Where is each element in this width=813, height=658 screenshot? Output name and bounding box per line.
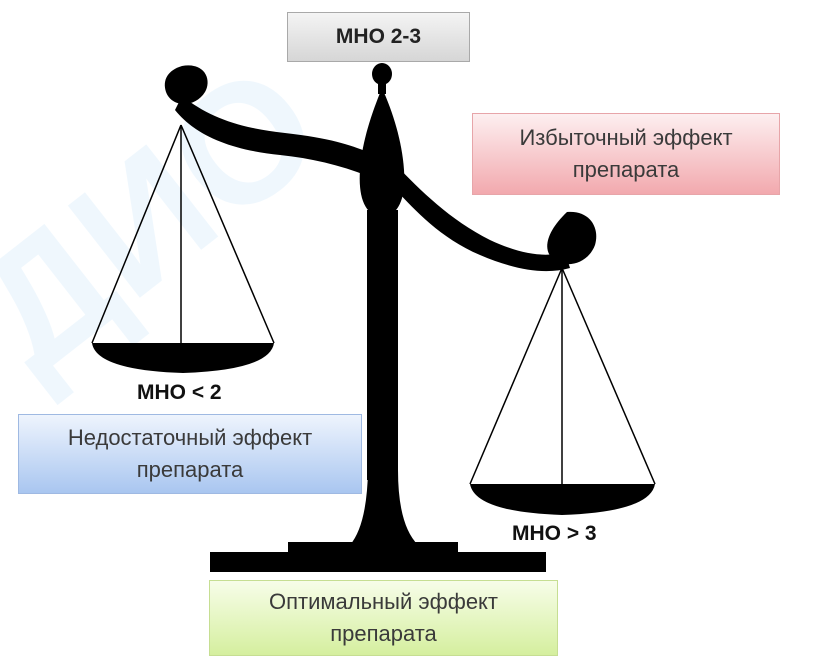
optimal-effect-line1: Оптимальный эффект	[268, 589, 499, 614]
scale-finial	[372, 63, 392, 85]
scale-post	[367, 210, 398, 480]
right-pan	[470, 484, 655, 515]
scale-beam-left-curl	[164, 65, 208, 104]
insufficient-effect-line2: препарата	[136, 457, 244, 482]
optimal-range-label: МНО 2-3	[335, 25, 422, 48]
scale-beam	[175, 96, 570, 272]
right-pan-label: МНО > 3	[512, 522, 597, 545]
optimal-effect-box: Оптимальный эффект препарата	[209, 580, 558, 656]
insufficient-effect-line1: Недостаточный эффект	[67, 425, 313, 450]
left-pan-label: МНО < 2	[137, 381, 222, 404]
excess-effect-line2: препарата	[572, 157, 680, 182]
optimal-range-box: МНО 2-3	[287, 12, 470, 62]
left-pan-string	[180, 124, 275, 344]
scale-base	[210, 552, 546, 572]
right-pan-string	[469, 267, 563, 485]
insufficient-effect-box: Недостаточный эффект препарата	[18, 414, 362, 494]
scale-beam-right-curl	[547, 211, 597, 265]
excess-effect-line1: Избыточный эффект	[519, 125, 733, 150]
right-pan-string	[561, 267, 656, 485]
optimal-effect-line2: препарата	[330, 621, 437, 646]
left-pan-string	[91, 124, 182, 344]
excess-effect-box: Избыточный эффект препарата	[472, 113, 780, 195]
scale-foot	[350, 470, 418, 545]
left-pan	[92, 343, 274, 373]
